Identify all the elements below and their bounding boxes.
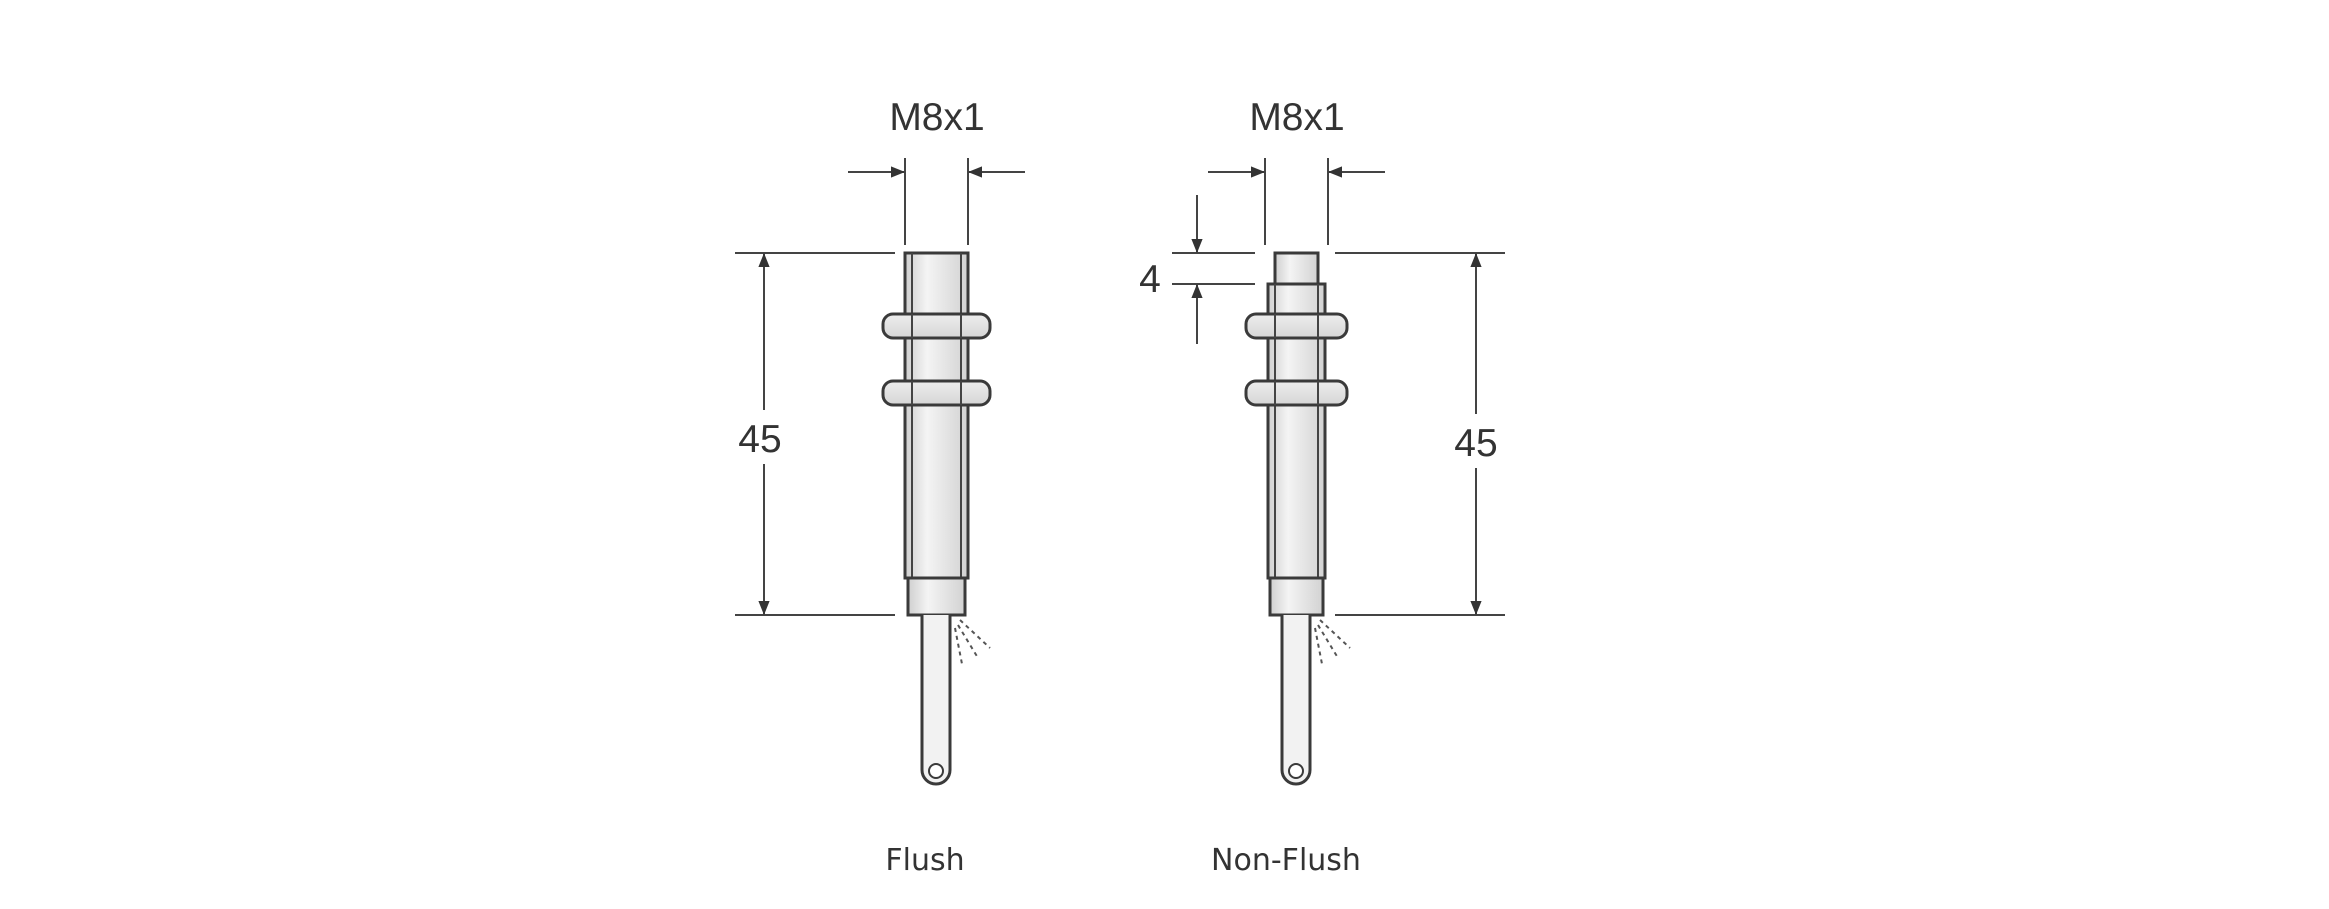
non-flush-thread-label: M8x1 (1249, 96, 1344, 139)
flush-nut-upper (881, 312, 992, 340)
flush-thread-dimension: M8x1 (848, 96, 1025, 245)
non-flush-thread-dimension: M8x1 (1208, 96, 1385, 245)
flush-sensor-diagram: M8x1 45 (730, 96, 1025, 878)
flush-caption: Flush (885, 843, 964, 878)
non-flush-offset-label: 4 (1139, 258, 1161, 301)
flush-length-dimension: 45 (730, 252, 895, 616)
non-flush-cable (1280, 615, 1312, 786)
non-flush-nut-lower (1244, 379, 1349, 407)
non-flush-length-dimension: 45 (1335, 252, 1506, 616)
flush-nut-lower (881, 379, 992, 407)
flush-led-indicator-icon (954, 619, 991, 665)
flush-cable (920, 615, 952, 786)
non-flush-led-indicator-icon (1314, 619, 1351, 665)
non-flush-sensor-diagram: M8x1 4 45 (1139, 96, 1506, 878)
non-flush-caption: Non-Flush (1211, 843, 1361, 878)
non-flush-sensing-head (1273, 251, 1320, 286)
non-flush-sensor-body (1244, 251, 1351, 786)
non-flush-nut-upper (1244, 312, 1349, 340)
flush-thread-label: M8x1 (889, 96, 984, 139)
non-flush-length-label: 45 (1454, 422, 1497, 465)
non-flush-offset-dimension: 4 (1139, 195, 1255, 344)
flush-length-label: 45 (738, 418, 781, 461)
flush-sensor-body (881, 251, 992, 786)
